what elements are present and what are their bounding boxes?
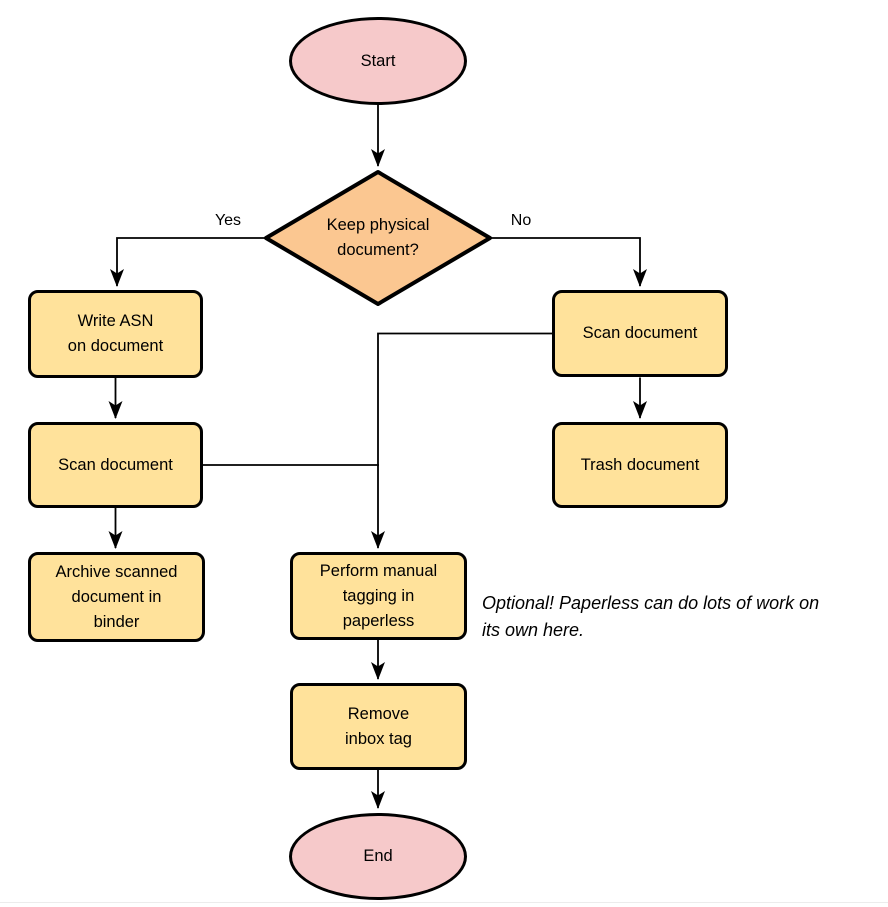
- node-end: End: [289, 813, 467, 900]
- edge-decision-no-to-scan-right: [490, 237, 647, 287]
- decision-diamond-shape: [264, 170, 492, 306]
- node-remove-inbox-tag: Remove inbox tag: [290, 683, 467, 770]
- node-decision-label: Keep physical document?: [326, 216, 430, 259]
- optional-note: Optional! Paperless can do lots of work …: [482, 593, 820, 640]
- bottom-divider: [0, 902, 888, 903]
- edge-decision-yes-to-write-asn: [110, 237, 266, 287]
- edge-label-yes: Yes: [214, 212, 242, 229]
- node-archive-scanned: Archive scanned document in binder: [28, 552, 205, 642]
- node-scan-document-left: Scan document: [28, 422, 203, 508]
- node-manual-tagging: Perform manual tagging in paperless: [290, 552, 467, 640]
- edge-scan-right-to-tagging: [371, 332, 552, 549]
- node-scan-document-right: Scan document: [552, 290, 728, 377]
- node-write-asn: Write ASN on document: [28, 290, 203, 378]
- node-start: Start: [289, 17, 467, 105]
- edge-label-no: No: [510, 212, 532, 229]
- node-trash-document: Trash document: [552, 422, 728, 508]
